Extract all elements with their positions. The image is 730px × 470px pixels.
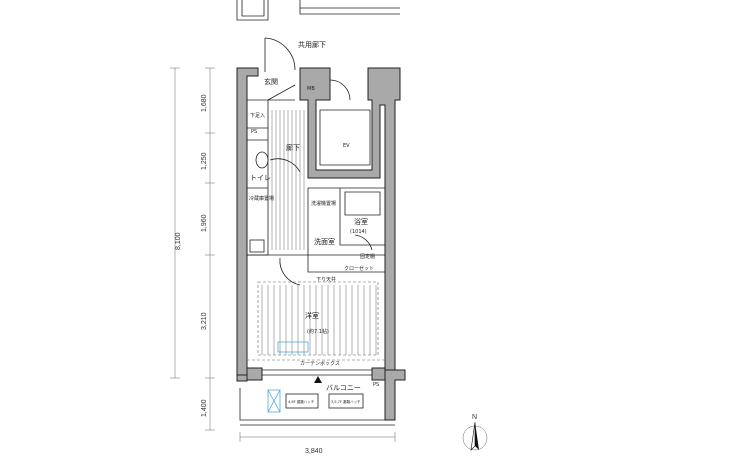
hallway-label: 廊下: [286, 143, 300, 152]
dimension-lines: [170, 67, 396, 442]
entrance-label: 玄関: [264, 77, 278, 86]
western-room-label: 洋室: [305, 311, 319, 320]
lowered-ceiling-label: 下り天井: [316, 276, 336, 283]
bath-size: (1014): [350, 229, 367, 235]
hatch-1-label: 4,6F 避難ハッチ: [288, 399, 315, 404]
interior: [239, 37, 395, 426]
ps-label: PS: [251, 129, 257, 135]
mb-label: MB: [307, 86, 315, 92]
washroom-label: 洗面室: [314, 237, 335, 246]
hatch-2-label: 3,5,7F 避難ハッチ: [331, 399, 361, 404]
neighbor-outline: [236, 0, 400, 21]
ps-balcony-label: PS: [373, 382, 379, 388]
north-arrow-icon: [462, 421, 488, 451]
elevator-label: EV: [343, 143, 350, 149]
dimension-4: 3,210: [201, 312, 208, 330]
washer-label: 洗濯機置場: [311, 200, 336, 207]
western-room-size: (約7.1帖): [307, 328, 329, 335]
closet-label: クローゼット: [344, 265, 374, 272]
dimension-3: 1,960: [201, 214, 208, 232]
dimension-5: 1,400: [201, 399, 208, 417]
dimension-1: 1,680: [201, 94, 208, 112]
balcony-label: バルコニー: [326, 384, 361, 392]
fixed-shelf-label: 固定棚: [360, 253, 375, 260]
total-depth-dimension: 8,100: [175, 232, 182, 250]
fridge-label: 冷蔵庫置場: [249, 195, 274, 202]
dimension-2: 1,250: [201, 152, 208, 170]
bath-label: 浴室: [354, 217, 368, 226]
width-dimension: 3,840: [305, 448, 323, 455]
corridor-label: 共用廊下: [298, 40, 326, 49]
north-label: N: [472, 414, 477, 421]
curtain-box-label: カーテンボックス: [300, 360, 340, 367]
shoe-box-label: 下足入: [250, 113, 265, 119]
toilet-label: トイレ: [250, 174, 271, 182]
